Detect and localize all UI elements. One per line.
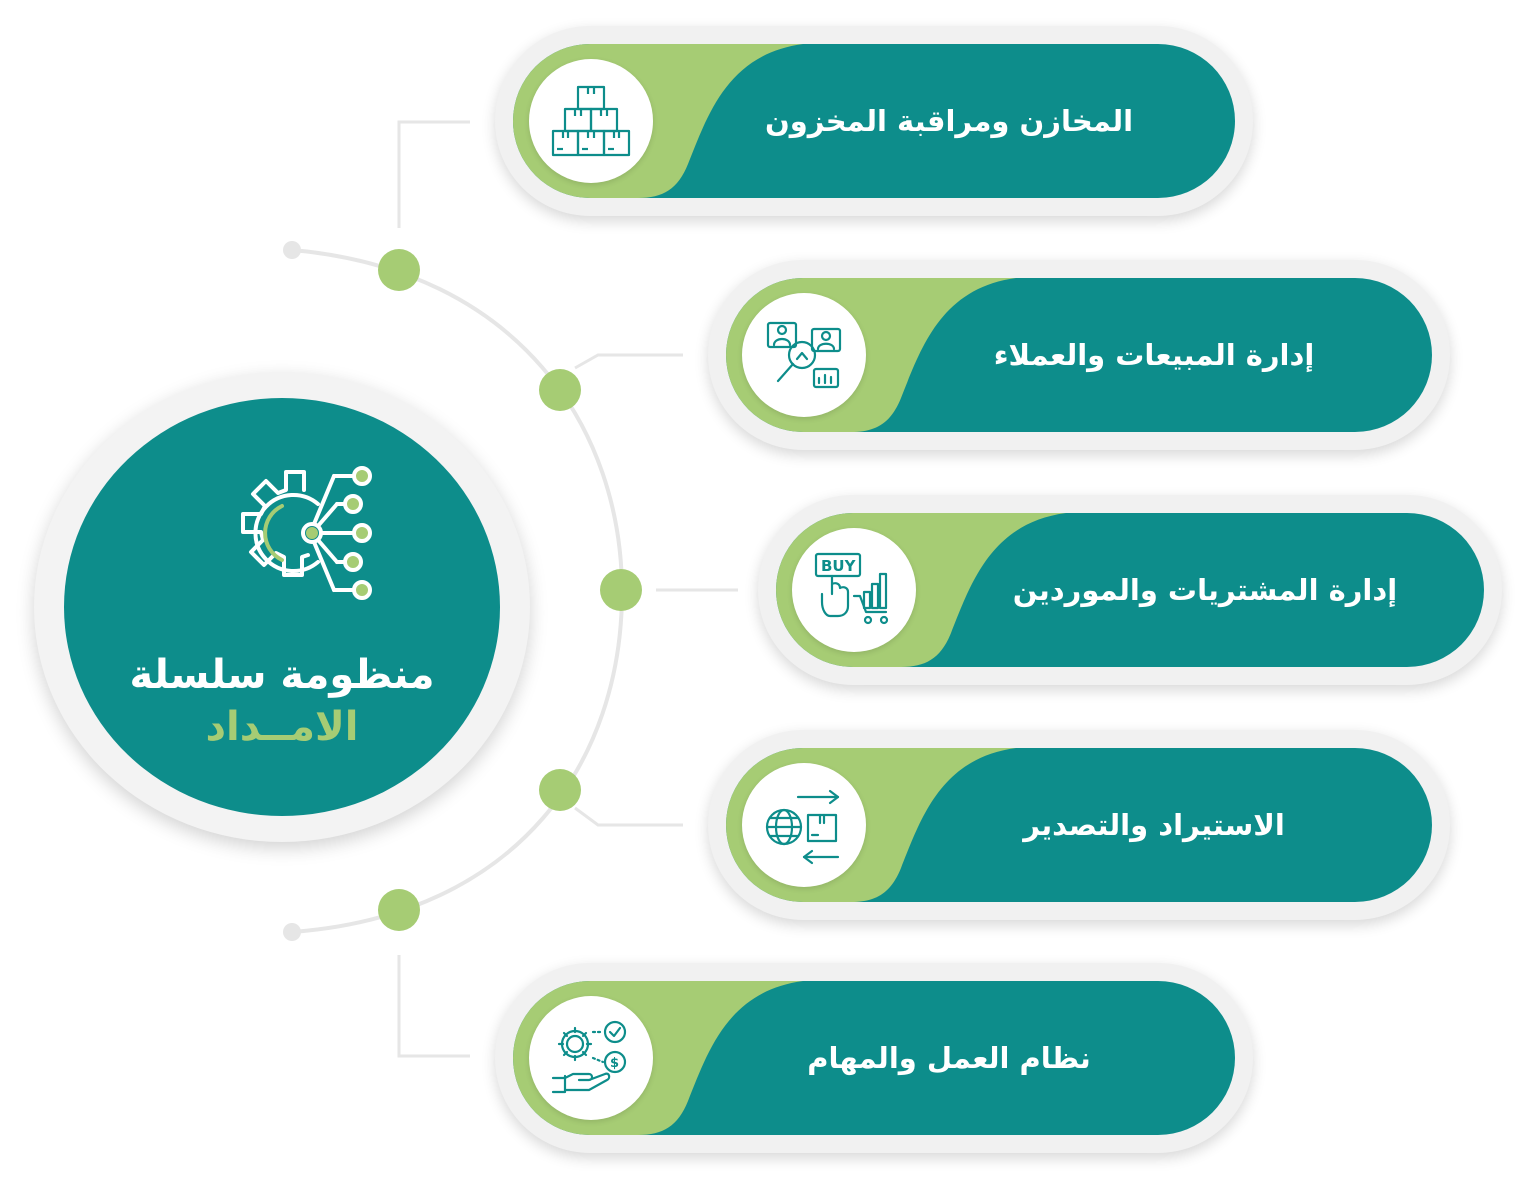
- svg-text:BUY: BUY: [821, 557, 857, 575]
- item-pill-warehouses[interactable]: المخازن ومراقبة المخزون: [495, 26, 1253, 216]
- connector-dot: [600, 569, 642, 611]
- icon-badge: [529, 59, 653, 183]
- pill-body: الاستيراد والتصدير: [726, 748, 1432, 902]
- connector-line: [397, 955, 470, 1058]
- icon-badge: BUY: [792, 528, 916, 652]
- buy-cart-icon: BUY: [814, 552, 889, 625]
- connector-dot: [378, 249, 420, 291]
- pill-body: المخازن ومراقبة المخزون: [513, 44, 1235, 198]
- item-label: نظام العمل والمهام: [807, 1041, 1091, 1075]
- pill-body: $ نظام العمل والمهام: [513, 981, 1235, 1135]
- item-label: المخازن ومراقبة المخزون: [764, 104, 1134, 138]
- connector-line: [574, 806, 683, 827]
- warehouse-boxes-icon: [551, 85, 631, 157]
- hub-circle: منظومة سلسلة الامــداد: [34, 372, 530, 842]
- hub-subtitle: الامــداد: [205, 704, 359, 750]
- item-pill-import-export[interactable]: الاستيراد والتصدير: [708, 730, 1450, 920]
- item-pill-sales[interactable]: إدارة المبيعات والعملاء: [708, 260, 1450, 450]
- pill-body: BUY إدارة المشتريات والموردين: [776, 513, 1484, 667]
- globe-exchange-icon: [765, 789, 840, 865]
- icon-badge: [742, 763, 866, 887]
- hub-title: منظومة سلسلة: [129, 652, 435, 698]
- arc-end-dot: [283, 241, 301, 259]
- connector-dot: [378, 889, 420, 931]
- hub-inner-circle: منظومة سلسلة الامــداد: [64, 398, 500, 816]
- customer-analysis-icon: [766, 321, 842, 389]
- item-pill-work-tasks[interactable]: $ نظام العمل والمهام: [495, 963, 1253, 1153]
- item-pill-purchases[interactable]: BUY إدارة المشتريات والموردين: [758, 495, 1502, 685]
- gear-money-hand-icon: $: [551, 1020, 627, 1094]
- gear-network-icon: [241, 466, 372, 600]
- item-label: إدارة المشتريات والموردين: [1012, 573, 1398, 607]
- connector-line: [574, 353, 683, 370]
- pill-body: إدارة المبيعات والعملاء: [726, 278, 1432, 432]
- icon-badge: [742, 293, 866, 417]
- connector-dot: [539, 769, 581, 811]
- svg-text:$: $: [610, 1056, 619, 1071]
- arc-end-dot: [283, 923, 301, 941]
- item-label: إدارة المبيعات والعملاء: [993, 338, 1315, 372]
- item-label: الاستيراد والتصدير: [1023, 808, 1285, 842]
- connector-dot: [539, 369, 581, 411]
- icon-badge: $: [529, 996, 653, 1120]
- connector-line: [397, 120, 470, 228]
